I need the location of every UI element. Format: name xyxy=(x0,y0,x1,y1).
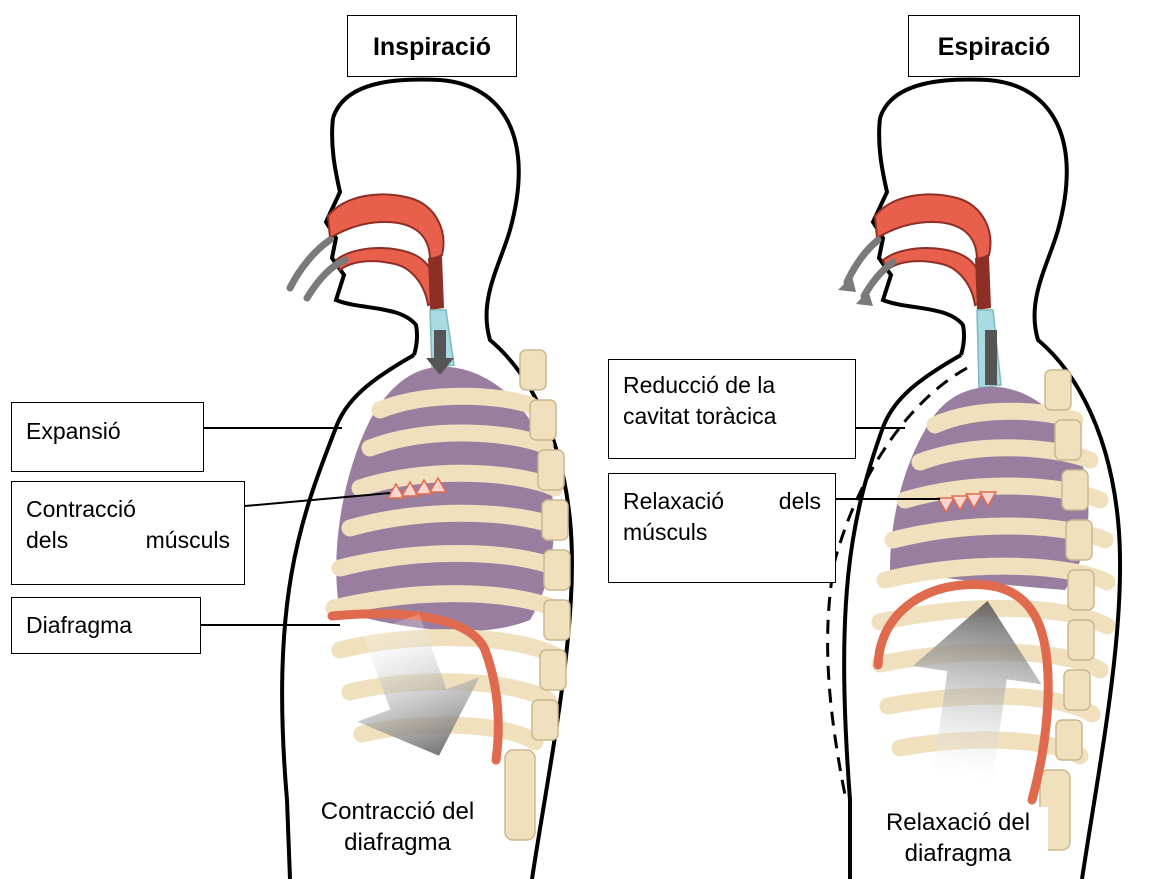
air-flow-arrowhead-icon xyxy=(838,276,873,306)
diaphragm-relaxation-caption: Relaxació del diafragma xyxy=(868,807,1048,879)
pharynx xyxy=(975,256,991,310)
diaphragm-label: Diafragma xyxy=(11,597,201,654)
oral-cavity xyxy=(336,248,438,305)
expansion-label: Expansió xyxy=(11,402,204,472)
muscle-contraction-label: Contracció dels músculs xyxy=(11,481,245,585)
air-flow-arrow-icon xyxy=(290,240,345,298)
thoracic-reduction-label: Reducció de la cavitat toràcica xyxy=(608,359,856,459)
expiration-figure xyxy=(828,79,1120,879)
muscle-relaxation-label: Relaxació dels músculs xyxy=(608,473,836,583)
oral-cavity xyxy=(883,248,985,305)
inspiration-title: Inspiració xyxy=(347,15,517,77)
inspiration-figure xyxy=(201,79,572,879)
diaphragm-contraction-caption: Contracció del diafragma xyxy=(300,796,495,879)
trachea-air-arrow-icon xyxy=(985,330,997,385)
pharynx xyxy=(428,256,444,310)
expiration-title: Espiració xyxy=(908,15,1080,77)
